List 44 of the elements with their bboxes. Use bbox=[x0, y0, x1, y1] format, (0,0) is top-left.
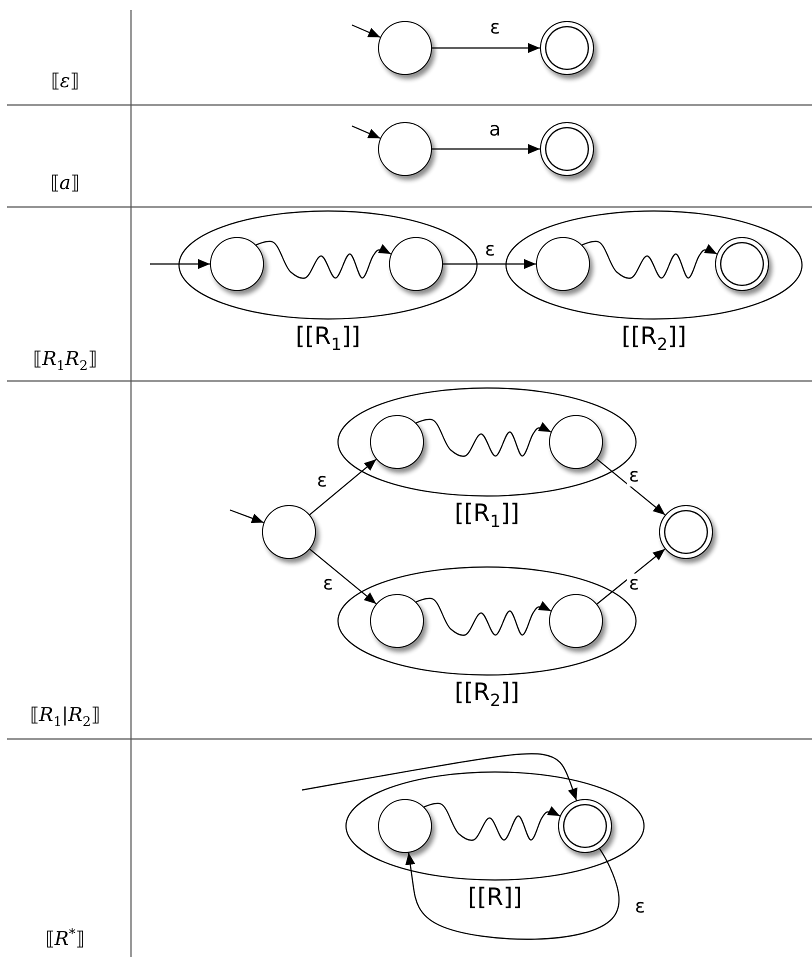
state-circle bbox=[549, 594, 603, 648]
state-circle bbox=[370, 415, 424, 469]
arrow bbox=[309, 548, 377, 604]
expression-label: ⟦R$_{1}$R$_{2}$⟧ bbox=[33, 349, 97, 370]
state-circle bbox=[549, 415, 603, 469]
squiggle-arrow bbox=[582, 240, 718, 279]
squiggle-arrow bbox=[424, 802, 560, 841]
arrow bbox=[302, 753, 578, 801]
accepting-state-circle bbox=[659, 505, 713, 559]
state-circle bbox=[378, 799, 432, 853]
arrow bbox=[432, 43, 540, 53]
arrow bbox=[405, 848, 620, 940]
arrow bbox=[352, 125, 380, 139]
squiggle-arrow bbox=[416, 598, 552, 636]
arrow bbox=[443, 259, 536, 269]
expression-label: ⟦a⟧ bbox=[50, 173, 80, 194]
state-circle bbox=[536, 237, 590, 291]
state-circle bbox=[378, 122, 432, 176]
arrow bbox=[596, 548, 666, 604]
expression-label: ⟦ε⟧ bbox=[50, 71, 80, 92]
arrow bbox=[230, 509, 264, 524]
squiggle-arrow bbox=[256, 240, 392, 279]
automaton-label: [[R$_{2}$]] bbox=[454, 680, 520, 704]
arrow bbox=[432, 144, 540, 154]
expression-label: ⟦R$^{*}$⟧ bbox=[46, 929, 84, 950]
state-circle bbox=[378, 21, 432, 75]
squiggle-arrow bbox=[416, 418, 552, 457]
arrow bbox=[596, 458, 666, 516]
automaton-label: [[R]] bbox=[468, 885, 522, 909]
state-circle bbox=[210, 237, 264, 291]
automaton-label: [[R$_{1}$]] bbox=[454, 501, 520, 525]
arrow bbox=[352, 24, 380, 38]
automaton-label: [[R$_{2}$]] bbox=[622, 324, 686, 348]
arrow bbox=[150, 259, 210, 269]
accepting-state-circle bbox=[540, 21, 594, 75]
state-circle bbox=[262, 505, 316, 559]
accepting-state-circle bbox=[715, 237, 769, 291]
state-circle bbox=[370, 594, 424, 648]
accepting-state-circle bbox=[558, 799, 612, 853]
automaton-label: [[R$_{1}$]] bbox=[296, 324, 360, 348]
expression-label: ⟦R$_{1}$|R$_{2}$⟧ bbox=[30, 705, 100, 726]
accepting-state-circle bbox=[540, 122, 594, 176]
state-circle bbox=[389, 237, 443, 291]
arrow bbox=[309, 458, 377, 516]
